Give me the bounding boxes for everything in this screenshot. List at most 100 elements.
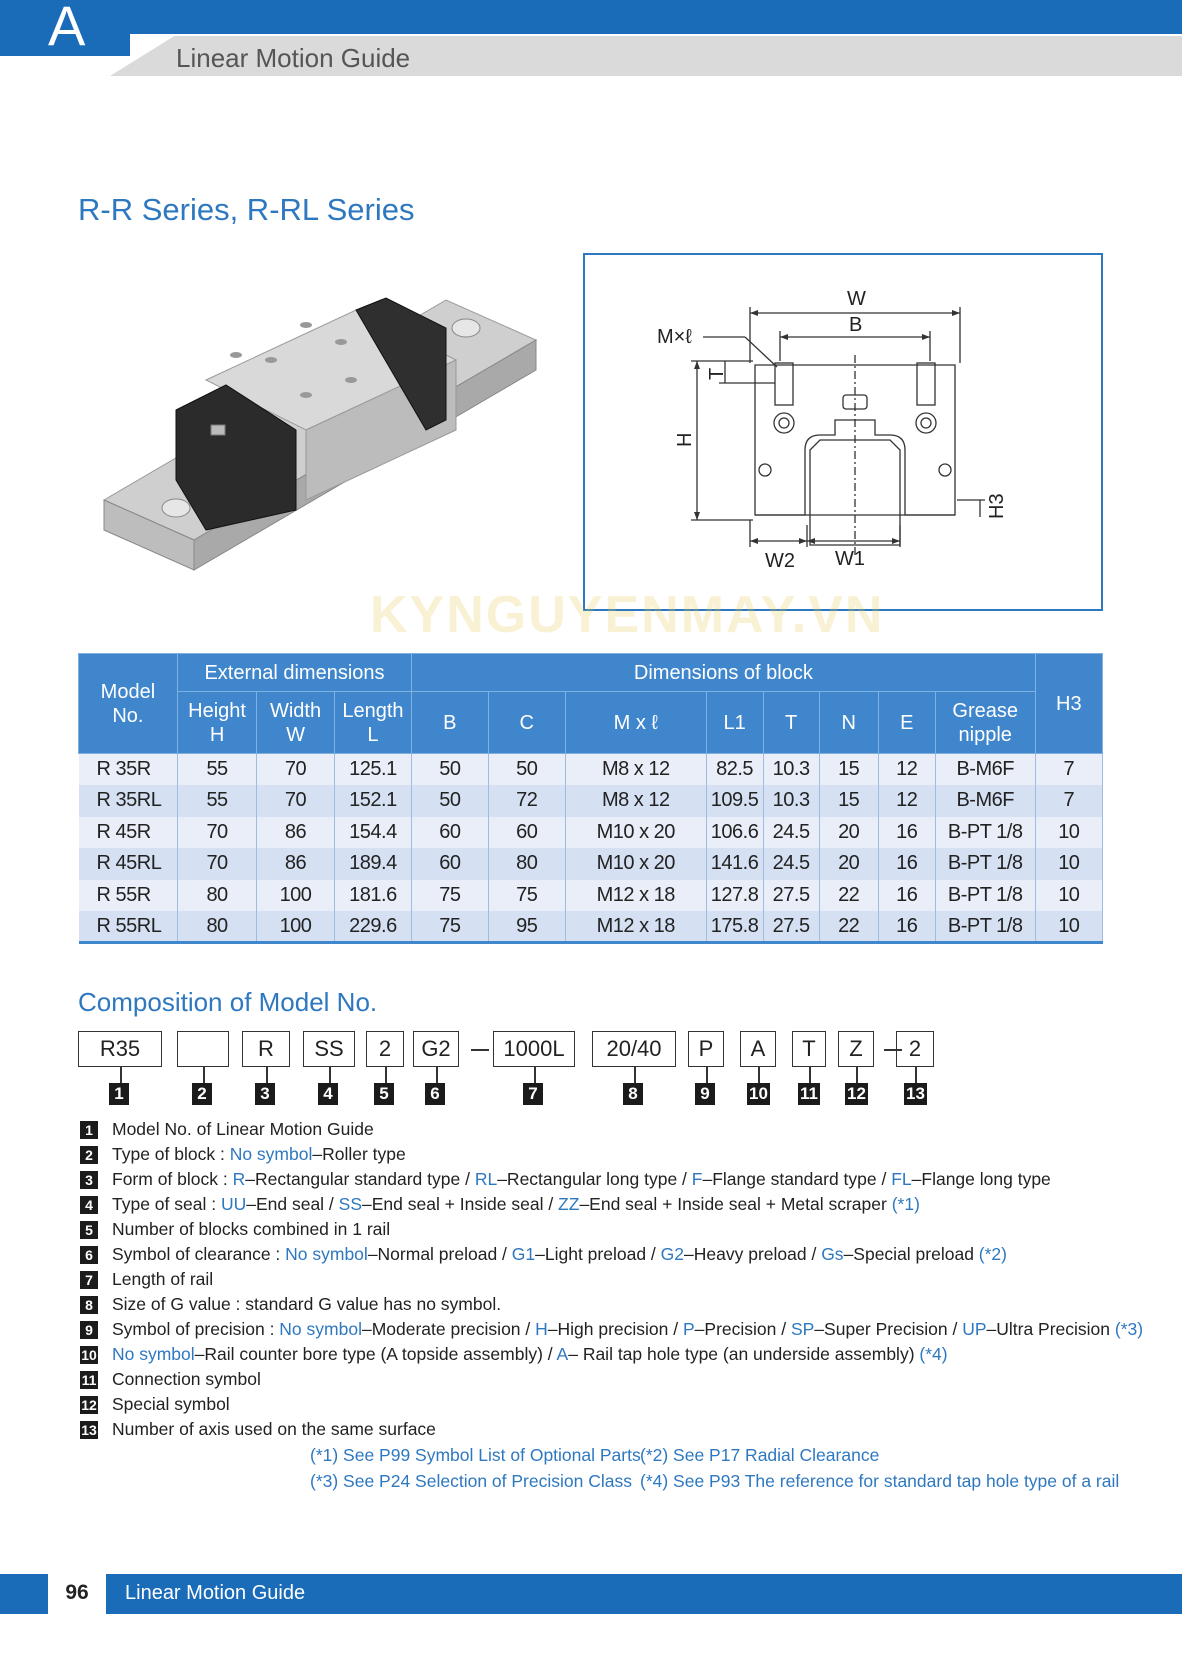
table-cell: 95 [488,911,566,944]
note-1: (*1) See P99 Symbol List of Optional Par… [310,1445,641,1465]
table-cell: 189.4 [334,848,413,880]
code-tick [634,1067,636,1087]
legend-symbol: SS [338,1194,363,1214]
table-cell: B-PT 1/8 [935,816,1036,848]
cell-model: R 45RL [78,848,178,880]
legend-symbol: No symbol [285,1244,368,1264]
label-w2: W2 [765,550,795,572]
table-cell: 50 [411,753,489,785]
table-cell: B-M6F [935,785,1036,817]
legend-symbol: A [556,1344,569,1364]
table-cell: 70 [177,848,258,880]
col-n: N [818,691,879,754]
legend-symbol: No symbol [229,1144,313,1164]
table-cell: 60 [488,816,566,848]
legend-symbol: UU [220,1194,247,1214]
legend-phrase: Model No. of Linear Motion Guide [112,1119,374,1139]
legend-phrase: –End seal / [246,1194,339,1214]
table-cell: 10 [1035,911,1104,944]
model-code-box: 2 [366,1031,404,1067]
table-cell: 80 [488,848,566,880]
label-w: W [847,288,866,310]
legend-phrase: Symbol of precision : [112,1319,280,1339]
header-title: Linear Motion Guide [176,43,411,73]
table-cell: 82.5 [706,753,764,785]
legend-symbol: ZZ [558,1194,580,1214]
legend-phrase: –Special preload [843,1244,979,1264]
model-code-box: P [688,1031,724,1067]
model-code-box: SS [303,1031,355,1067]
legend-number-badge: 7 [80,1271,98,1289]
legend-number-badge: 2 [80,1146,98,1164]
table-cell: 27.5 [763,879,820,911]
col-b: B [411,691,489,754]
cell-model: R 55RL [78,911,178,944]
table-cell: 70 [256,785,335,817]
code-number-badge: 4 [318,1083,338,1105]
legend-phrase: –Rectangular long type / [497,1169,692,1189]
table-cell: 20 [819,816,879,848]
table-cell: 127.8 [706,879,764,911]
table-cell: 15 [819,753,879,785]
legend-number-badge: 4 [80,1196,98,1214]
table-cell: 10.3 [763,785,820,817]
code-number-badge: 1 [109,1083,129,1105]
code-dash [471,1049,489,1051]
legend-phrase: –Precision / [694,1319,791,1339]
table-cell: 106.6 [706,816,764,848]
code-number-badge: 13 [904,1083,927,1105]
legend-phrase: –Rail counter bore type (A topside assem… [194,1344,557,1364]
section-letter: A [48,0,86,57]
series-title: R-R Series, R-RL Series [78,192,415,227]
col-l1: L1 [705,691,764,754]
code-number-badge: 3 [255,1083,275,1105]
table-cell: 10.3 [763,753,820,785]
group-block: Dimensions of block [411,653,1036,692]
legend-phrase: Form of block : [112,1169,233,1189]
code-tick [203,1067,205,1087]
legend-number-badge: 5 [80,1221,98,1239]
table-cell: 50 [488,753,566,785]
code-tick [385,1067,387,1087]
legend-symbol: SP [790,1319,815,1339]
legend-phrase: Type of block : [112,1144,230,1164]
table-cell: B-PT 1/8 [935,911,1036,944]
composition-title: Composition of Model No. [78,987,378,1017]
legend-text: Type of block : No symbol–Roller type [112,1142,406,1167]
model-code-box: Z [838,1031,874,1067]
table-cell: 12 [878,753,936,785]
table-cell: 7 [1035,785,1104,817]
legend-phrase: Type of seal : [112,1194,221,1214]
label-t: T [706,368,728,380]
label-b: B [849,314,862,336]
legend-number-badge: 8 [80,1296,98,1314]
table-cell: 181.6 [334,879,413,911]
table-cell: 10 [1035,879,1104,911]
legend-text: Number of blocks combined in 1 rail [112,1217,390,1242]
code-tick [120,1067,122,1087]
table-cell: M10 x 20 [565,848,707,880]
legend-symbol: UP [962,1319,987,1339]
dimension-table: Model No. External dimensions Dimensions… [78,653,1104,944]
table-cell: 75 [411,879,489,911]
legend-phrase: Special symbol [112,1394,230,1414]
legend-phrase: –End seal + Inside seal / [362,1194,559,1214]
legend-phrase: Connection symbol [112,1369,261,1389]
legend-symbol: (*1) [891,1194,920,1214]
legend-text: Special symbol [112,1392,230,1417]
code-number-badge: 9 [695,1083,715,1105]
table-cell: 109.5 [706,785,764,817]
table-cell: 27.5 [763,911,820,944]
